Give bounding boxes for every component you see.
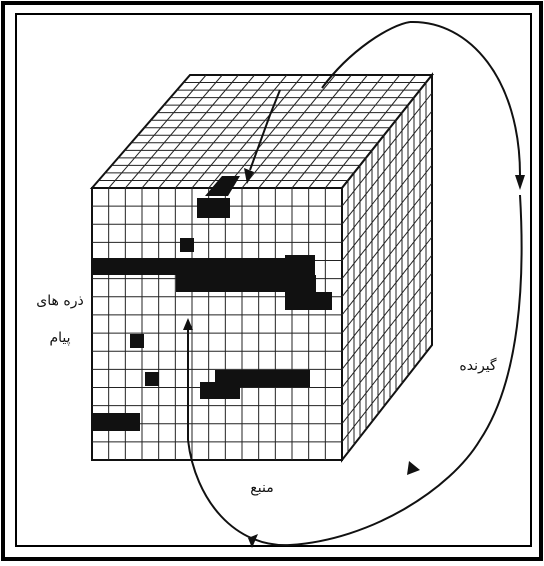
source-label: منبع — [250, 480, 273, 496]
top-grid-line — [158, 74, 255, 189]
black-bar-lower-left — [200, 382, 240, 399]
top-grid-line — [308, 74, 401, 189]
right-grid-line — [341, 326, 433, 443]
receiver-label: گیرنده — [459, 357, 497, 374]
black-cell-right — [300, 292, 332, 310]
arc-top-right — [409, 20, 521, 176]
right-grid-line — [341, 182, 433, 298]
top-grid — [98, 74, 426, 189]
arrow-down-icon — [407, 461, 420, 475]
right-grid-line — [341, 308, 433, 425]
top-grid-line — [108, 74, 207, 189]
black-cell — [130, 334, 144, 348]
top-grid-line — [224, 74, 320, 189]
black-bar-bottom — [92, 413, 140, 431]
arc-right-bottom — [187, 194, 523, 547]
inner-frame — [15, 13, 532, 547]
top-grid-line — [141, 74, 239, 189]
top-grid-line — [191, 74, 288, 189]
right-grid-line — [341, 200, 433, 316]
right-grid-line — [341, 272, 433, 388]
top-grid-line — [274, 74, 368, 189]
top-grid-line — [208, 74, 304, 189]
arrow-left-icon — [248, 534, 258, 548]
black-cell — [145, 372, 159, 386]
arrowheads — [183, 168, 525, 548]
arrow-up-icon — [183, 318, 193, 330]
arrows — [187, 20, 523, 547]
arrow-top-line — [249, 89, 281, 171]
black-bar-middle — [176, 275, 316, 292]
arrow-down-icon — [244, 168, 254, 184]
right-grid-line — [341, 254, 433, 370]
right-grid-line — [341, 92, 433, 207]
right-grid-line — [341, 128, 433, 243]
top-grid-line — [124, 74, 223, 189]
message-particles-label-line1: ذره های — [36, 293, 83, 309]
right-grid-line — [341, 218, 433, 334]
right-grid — [341, 82, 433, 453]
right-grid-line — [341, 164, 433, 279]
top-grid-line — [174, 74, 272, 189]
top-grid-line — [241, 74, 336, 189]
message-particles-label-line2: پیام — [49, 330, 70, 346]
black-bar-upper — [92, 258, 302, 275]
top-black-cell — [205, 176, 240, 196]
top-grid-line — [324, 74, 417, 189]
right-grid-line — [341, 236, 433, 352]
black-cell-top — [197, 198, 230, 218]
top-grid-line — [258, 74, 352, 189]
arc-top — [321, 21, 411, 89]
right-grid-line — [341, 290, 433, 406]
message-cells — [92, 198, 332, 431]
black-cell — [180, 238, 194, 252]
right-grid-line — [341, 146, 433, 261]
arrow-down-icon — [515, 175, 525, 190]
right-grid-line — [341, 110, 433, 225]
top-grid-line — [291, 74, 384, 189]
